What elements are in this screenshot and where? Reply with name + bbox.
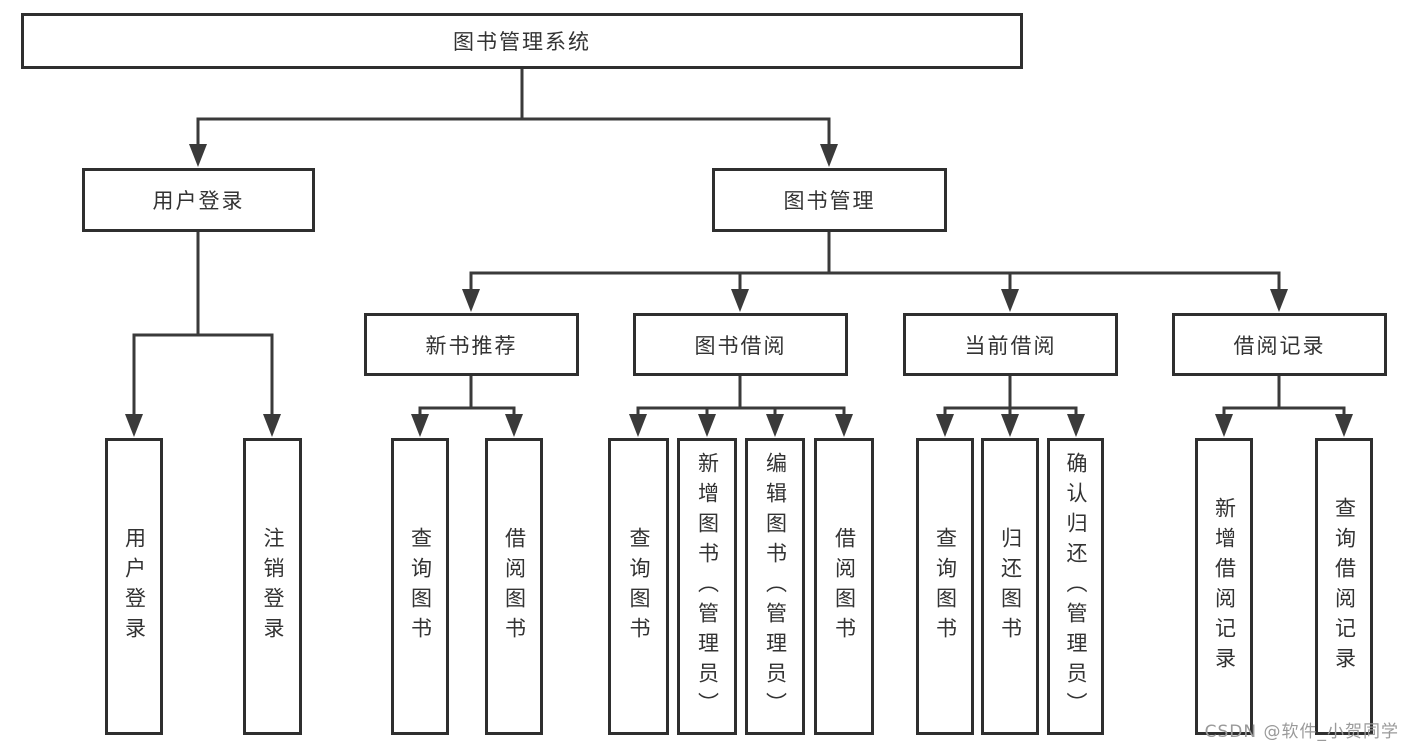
node-label: 归还图书 <box>998 526 1023 647</box>
node-label: 确认归还（管理员） <box>1064 451 1088 722</box>
node-label: 新书推荐 <box>425 333 518 358</box>
node-label: 用户登录 <box>122 526 147 647</box>
node-label: 图书管理系统 <box>453 30 591 54</box>
leaf-borrow-books: 借阅图书 <box>814 438 874 735</box>
node-book-management: 图书管理 <box>712 168 947 232</box>
csdn-watermark: CSDN @软件_小贺同学 <box>1204 722 1399 742</box>
leaf-borrow-books: 借阅图书 <box>485 438 543 735</box>
leaf-logout: 注销登录 <box>243 438 302 735</box>
node-label: 新增图书（管理员） <box>695 451 720 722</box>
leaf-confirm-return-admin: 确认归还（管理员） <box>1047 438 1104 735</box>
node-book-borrow: 图书借阅 <box>633 313 848 376</box>
leaf-edit-books-admin: 编辑图书（管理员） <box>745 438 805 735</box>
leaf-user-login: 用户登录 <box>105 438 163 735</box>
node-new-book-recommend: 新书推荐 <box>364 313 579 376</box>
node-label: 查询图书 <box>933 526 958 647</box>
node-label: 查询借阅记录 <box>1332 496 1357 677</box>
arrowheads <box>125 144 1353 437</box>
leaf-query-books: 查询图书 <box>391 438 449 735</box>
node-label: 查询图书 <box>408 526 433 647</box>
leaf-add-borrow-record: 新增借阅记录 <box>1195 438 1253 735</box>
node-current-borrow: 当前借阅 <box>903 313 1118 376</box>
node-label: 新增借阅记录 <box>1212 496 1237 677</box>
leaf-add-books-admin: 新增图书（管理员） <box>677 438 737 735</box>
leaf-return-books: 归还图书 <box>981 438 1039 735</box>
node-label: 当前借阅 <box>964 333 1057 358</box>
node-label: 注销登录 <box>261 526 285 647</box>
node-label: 图书借阅 <box>694 333 787 358</box>
node-label: 编辑图书（管理员） <box>763 451 788 722</box>
leaf-query-borrow-record: 查询借阅记录 <box>1315 438 1373 735</box>
leaf-query-books: 查询图书 <box>916 438 974 735</box>
node-label: 查询图书 <box>627 526 651 647</box>
node-label: 用户登录 <box>152 189 245 213</box>
node-label: 图书管理 <box>783 189 876 213</box>
leaf-query-books: 查询图书 <box>608 438 669 735</box>
node-root-system: 图书管理系统 <box>21 13 1023 69</box>
node-label: 借阅记录 <box>1233 333 1326 358</box>
node-label: 借阅图书 <box>502 526 527 647</box>
node-borrow-records: 借阅记录 <box>1172 313 1387 376</box>
node-label: 借阅图书 <box>832 526 857 647</box>
node-user-login: 用户登录 <box>82 168 315 232</box>
